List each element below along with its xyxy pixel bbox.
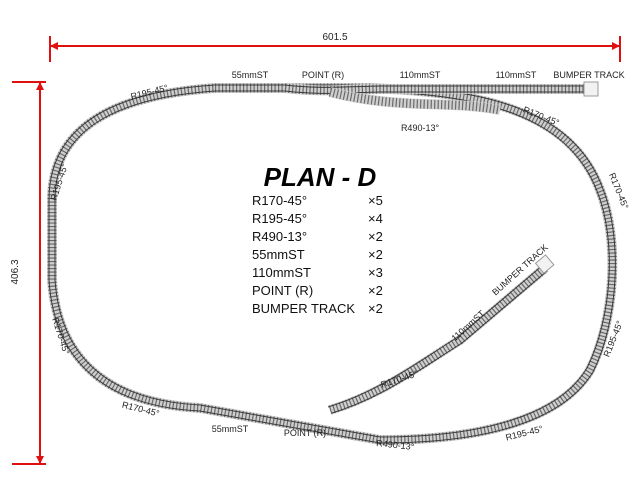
part-quantity: ×5 [368,193,383,208]
part-quantity: ×2 [368,283,383,298]
part-name: POINT (R) [252,283,313,298]
top-bumper-stop [583,81,599,97]
part-name: R490-13° [252,229,307,244]
label-top-110mmst-a: 110mmST [400,70,441,80]
plan-title: PLAN - D [264,162,377,192]
part-quantity: ×2 [368,229,383,244]
part-quantity: ×2 [368,247,383,262]
height-value: 406.3 [10,259,21,284]
label-right-r170: R170-45° [607,171,631,210]
label-top-r490: R490-13° [401,123,440,133]
part-name: 55mmST [252,247,305,262]
label-top-bumper: BUMPER TRACK [553,70,624,80]
part-quantity: ×3 [368,265,383,280]
label-top-55mmst: 55mmST [232,70,269,80]
middle-siding-track [327,254,555,415]
part-quantity: ×2 [368,301,383,316]
part-name: BUMPER TRACK [252,301,355,316]
part-name: 110mmST [252,265,311,280]
part-name: R195-45° [252,211,307,226]
middle-bumper-stop [534,254,555,274]
main-loop-track [47,83,618,446]
label-bottom-r490: R490-13° [376,438,415,452]
label-mid-r170: R170-45° [379,368,419,389]
track-layout [47,81,618,446]
label-bottom-point: POINT (R) [284,428,326,438]
part-quantity: ×4 [368,211,383,226]
label-top-point: POINT (R) [302,70,344,80]
label-top-110mmst-b: 110mmST [496,70,537,80]
width-value: 601.5 [322,32,347,43]
height-dimension: 406.3 [10,81,46,465]
width-dimension: 601.5 [49,32,621,62]
label-bottom-55mmst: 55mmST [212,424,249,434]
part-name: R170-45° [252,193,307,208]
top-inner-curve-track [328,87,501,115]
